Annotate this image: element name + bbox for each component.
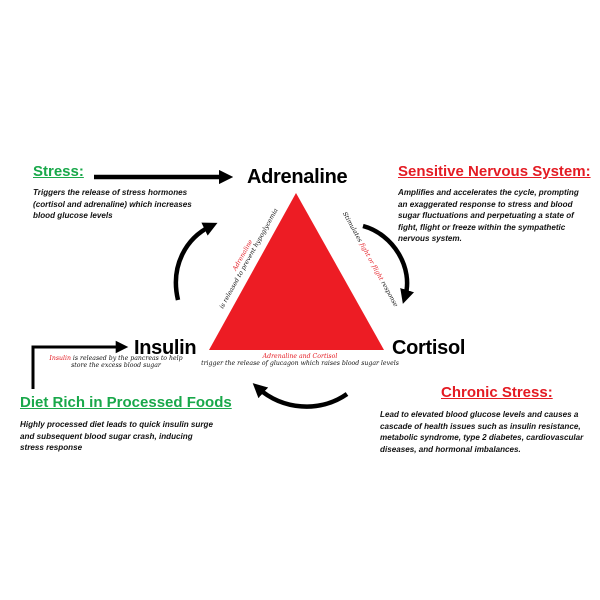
node-insulin: Insulin bbox=[134, 337, 197, 359]
sensitive-nervous-system-description: Amplifies and accelerates the cycle, pro… bbox=[398, 188, 579, 244]
edge-text-glucagon: trigger the release of glucagon which ra… bbox=[201, 360, 399, 367]
chronic-stress-description: Lead to elevated blood glucose levels an… bbox=[380, 410, 584, 454]
insulin-note-line1: Insulin is released by the pancreas to h… bbox=[46, 355, 186, 362]
diet-to-insulin-arrow bbox=[31, 340, 129, 389]
stress-description: Triggers the release of stress hormones … bbox=[33, 188, 192, 221]
insulin-note-highlight: Insulin bbox=[49, 355, 71, 362]
central-triangle bbox=[209, 193, 384, 350]
sensitive-nervous-system-heading: Sensitive Nervous System: bbox=[398, 163, 591, 180]
cortisol-to-insulin-curved-arrow bbox=[252, 383, 349, 409]
insulin-note: Insulin is released by the pancreas to h… bbox=[46, 355, 186, 369]
insulin-to-adrenaline-curved-arrow bbox=[173, 222, 218, 301]
diet-heading: Diet Rich in Processed Foods bbox=[20, 394, 232, 411]
insulin-note-rest-1: is released by the pancreas to help bbox=[70, 355, 183, 362]
edge-text-adrenaline-and-cortisol: Adrenaline and Cortisol bbox=[262, 353, 338, 360]
node-cortisol: Cortisol bbox=[392, 337, 466, 359]
adrenaline-to-cortisol-curved-arrow bbox=[362, 223, 415, 304]
diet-description: Highly processed diet leads to quick ins… bbox=[20, 420, 213, 453]
stress-heading: Stress: bbox=[33, 163, 84, 180]
insulin-note-line2: store the excess blood sugar bbox=[71, 362, 161, 369]
edge-label-cortisol-insulin: Adrenaline and Cortisol trigger the rele… bbox=[200, 353, 400, 367]
node-adrenaline: Adrenaline bbox=[247, 166, 348, 188]
chronic-stress-heading: Chronic Stress: bbox=[441, 384, 553, 401]
